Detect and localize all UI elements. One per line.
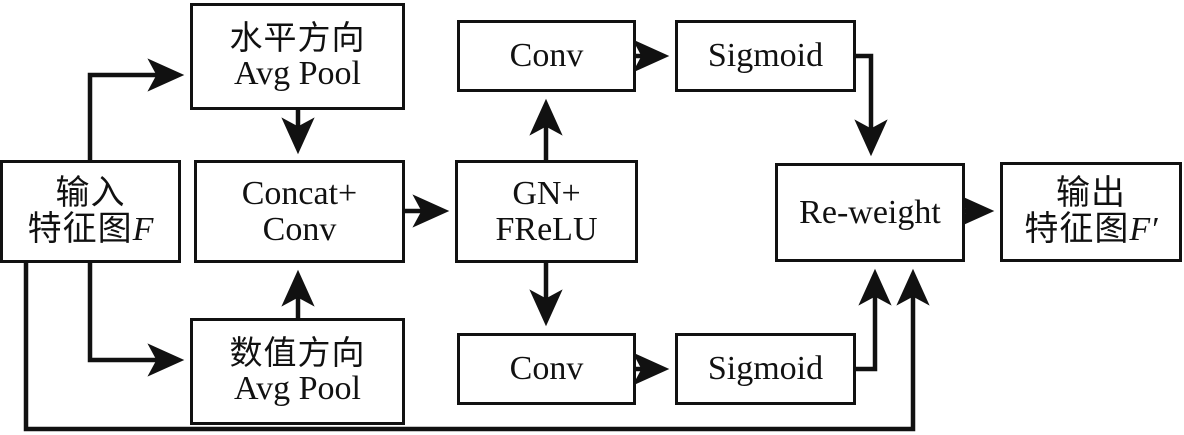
horizontal-avg-pool[interactable]: 水平方向 Avg Pool [190,3,405,110]
input-feature-map[interactable]: 输入 特征图F [0,160,181,263]
input-feature-map-line2: 特征图F [27,208,154,249]
concat-conv-line1: Concat+ [241,174,358,212]
input-feature-map-line1: 输入 [55,172,126,213]
conv-bottom-label: Conv [509,350,584,388]
edge-sigmoid-top-to-reweight [854,53,888,157]
gn-frelu[interactable]: GN+ FReLU [455,160,638,263]
vertical-avg-pool[interactable]: 数值方向 Avg Pool [190,318,405,425]
edge-input-to-horizontal-pool [87,58,185,160]
conv-top[interactable]: Conv [457,20,636,92]
edge-sigmoid-bottom-to-reweight [856,268,892,372]
sigmoid-bottom[interactable]: Sigmoid [675,333,856,405]
gn-frelu-line1: GN+ [512,174,581,212]
sigmoid-bottom-label: Sigmoid [707,350,824,388]
output-feature-map-line1: 输出 [1056,173,1126,214]
sigmoid-top[interactable]: Sigmoid [675,20,856,92]
vertical-avg-pool-line1: 数值方向 [229,333,366,373]
concat-conv-line2: Conv [262,210,337,248]
conv-bottom[interactable]: Conv [457,333,636,405]
edge-input-skip-to-reweight [23,263,930,432]
output-feature-map[interactable]: 输出 特征图F′ [1000,162,1182,262]
re-weight-label: Re-weight [799,193,941,231]
sigmoid-top-label: Sigmoid [707,37,824,75]
gn-frelu-line2: FReLU [495,210,598,248]
edge-input-to-vertical-pool [87,263,185,377]
horizontal-avg-pool-line1: 水平方向 [229,18,366,58]
vertical-avg-pool-line2: Avg Pool [234,369,361,407]
re-weight[interactable]: Re-weight [775,163,965,262]
output-feature-map-line2: 特征图F′ [1024,209,1158,249]
concat-conv[interactable]: Concat+ Conv [194,160,405,263]
horizontal-avg-pool-line2: Avg Pool [234,54,361,92]
conv-top-label: Conv [509,37,584,75]
